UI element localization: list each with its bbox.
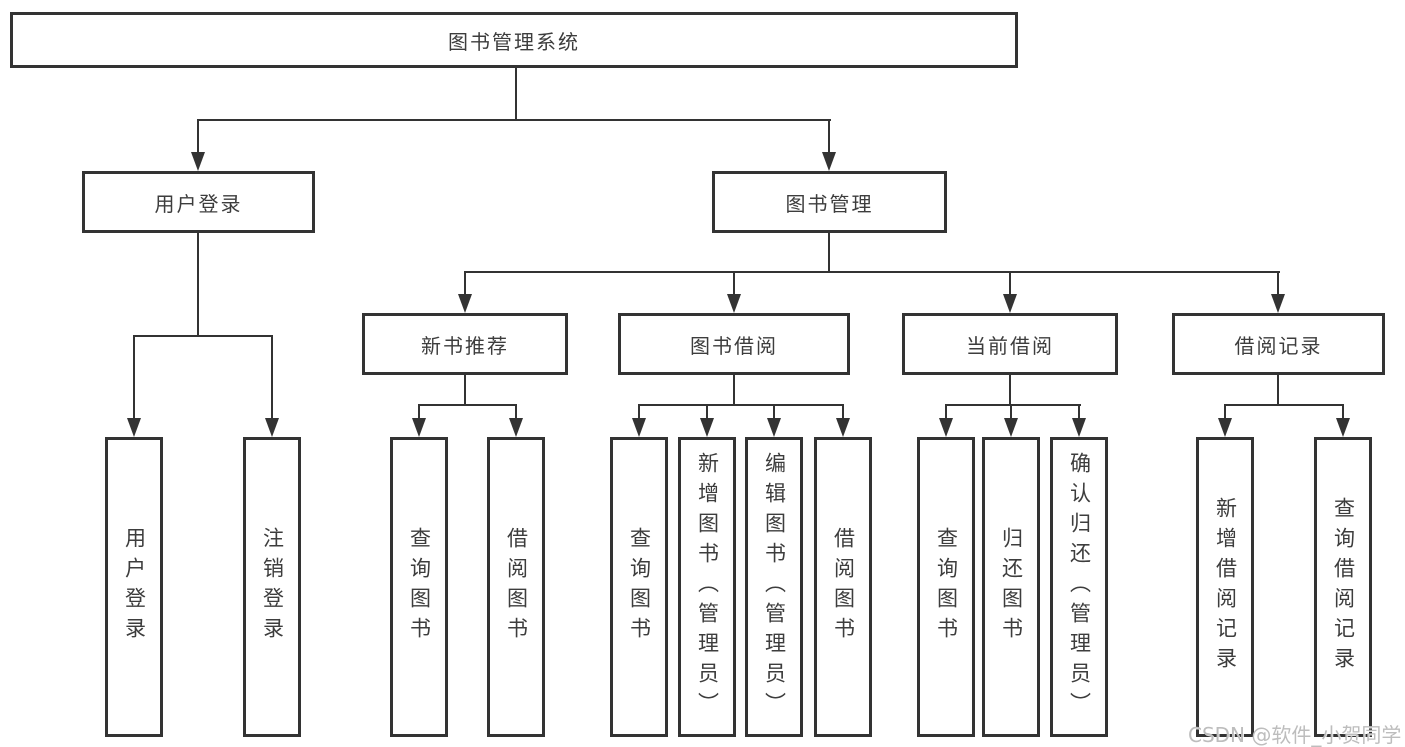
leaf-borrow-books: 借阅图书 xyxy=(814,437,872,737)
arrowhead-down xyxy=(700,418,714,437)
connector-stem xyxy=(515,404,517,420)
connector-stem xyxy=(1009,271,1011,295)
leaf-return-books: 归还图书 xyxy=(982,437,1040,737)
connector-hline xyxy=(418,404,517,406)
connector-stem xyxy=(418,404,420,420)
connector-vline xyxy=(1009,375,1011,406)
arrowhead-down xyxy=(822,152,836,171)
connector-stem xyxy=(1078,404,1080,420)
connector-vline xyxy=(828,233,830,273)
leaf-edit-books-admin: 编辑图书（管理员） xyxy=(745,437,803,737)
node-user-login: 用户登录 xyxy=(82,171,315,233)
arrowhead-down xyxy=(127,418,141,437)
arrowhead-down xyxy=(836,418,850,437)
arrowhead-down xyxy=(1072,418,1086,437)
connector-stem xyxy=(945,404,947,420)
arrowhead-down xyxy=(412,418,426,437)
arrowhead-down xyxy=(1004,418,1018,437)
connector-vline xyxy=(464,375,466,406)
csdn-watermark: CSDN @软件_小贺同学 xyxy=(1188,723,1402,747)
connector-stem xyxy=(828,119,830,153)
arrowhead-down xyxy=(767,418,781,437)
node-book-borrowing: 图书借阅 xyxy=(618,313,850,375)
connector-stem xyxy=(733,271,735,295)
connector-stem xyxy=(1224,404,1226,420)
connector-hline xyxy=(464,271,1280,273)
connector-stem xyxy=(271,335,273,419)
arrowhead-down xyxy=(265,418,279,437)
connector-stem xyxy=(1342,404,1344,420)
connector-stem xyxy=(1277,271,1279,295)
connector-stem xyxy=(197,119,199,153)
arrowhead-down xyxy=(1336,418,1350,437)
connector-hline xyxy=(945,404,1081,406)
node-new-book-recommend: 新书推荐 xyxy=(362,313,568,375)
leaf-logout: 注销登录 xyxy=(243,437,301,737)
connector-vline xyxy=(1277,375,1279,406)
leaf-query-books-current: 查询图书 xyxy=(917,437,975,737)
node-root-library-system: 图书管理系统 xyxy=(10,12,1018,68)
connector-vline xyxy=(197,233,199,337)
connector-stem xyxy=(464,271,466,295)
connector-stem xyxy=(638,404,640,420)
leaf-query-borrow-record: 查询借阅记录 xyxy=(1314,437,1372,737)
leaf-confirm-return-admin: 确认归还（管理员） xyxy=(1050,437,1108,737)
connector-hline xyxy=(197,119,831,121)
arrowhead-down xyxy=(1003,294,1017,313)
arrowhead-down xyxy=(509,418,523,437)
arrowhead-down xyxy=(727,294,741,313)
arrowhead-down xyxy=(1218,418,1232,437)
arrowhead-down xyxy=(632,418,646,437)
node-borrow-records: 借阅记录 xyxy=(1172,313,1385,375)
arrowhead-down xyxy=(191,152,205,171)
leaf-borrow-books-recommend: 借阅图书 xyxy=(487,437,545,737)
leaf-add-borrow-record: 新增借阅记录 xyxy=(1196,437,1254,737)
node-current-borrowing: 当前借阅 xyxy=(902,313,1118,375)
connector-hline xyxy=(638,404,844,406)
node-book-management: 图书管理 xyxy=(712,171,947,233)
arrowhead-down xyxy=(458,294,472,313)
connector-vline xyxy=(515,68,517,121)
connector-stem xyxy=(1010,404,1012,420)
leaf-user-login: 用户登录 xyxy=(105,437,163,737)
connector-hline xyxy=(133,335,273,337)
connector-vline xyxy=(733,375,735,406)
connector-hline xyxy=(1224,404,1344,406)
connector-stem xyxy=(133,335,135,419)
arrowhead-down xyxy=(939,418,953,437)
leaf-query-books-borrow: 查询图书 xyxy=(610,437,668,737)
connector-stem xyxy=(773,404,775,420)
connector-stem xyxy=(842,404,844,420)
connector-stem xyxy=(706,404,708,420)
leaf-add-books-admin: 新增图书（管理员） xyxy=(678,437,736,737)
leaf-query-books-recommend: 查询图书 xyxy=(390,437,448,737)
arrowhead-down xyxy=(1271,294,1285,313)
